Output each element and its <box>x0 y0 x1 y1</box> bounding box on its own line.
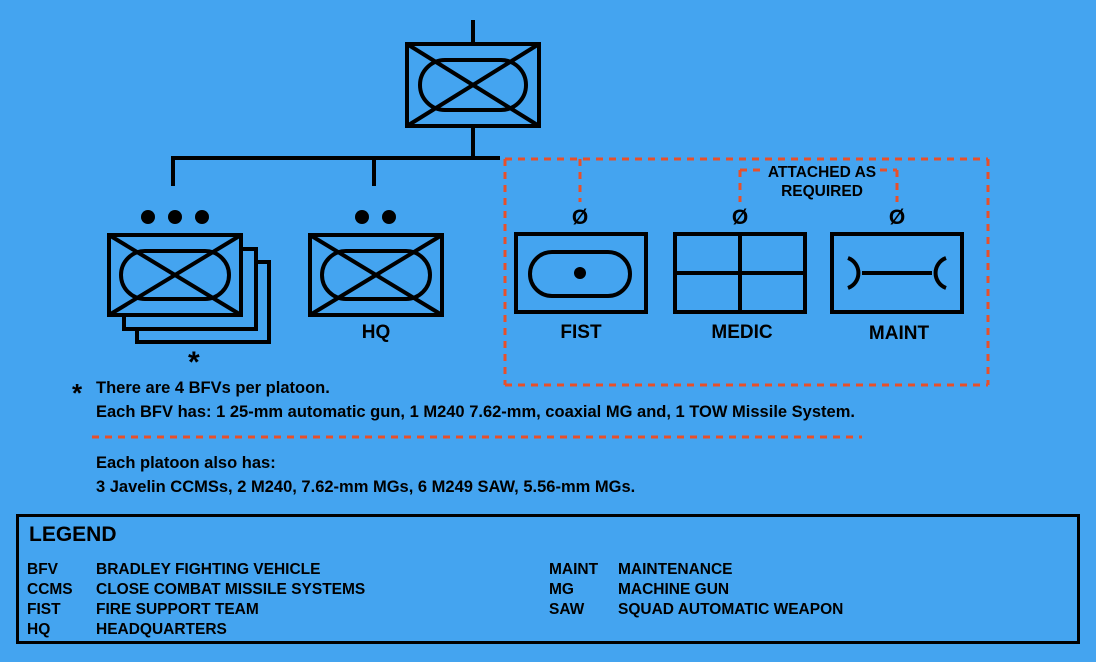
platoon-symbols <box>107 233 271 344</box>
maint-attach-mark: Ø <box>888 206 906 229</box>
legend-abbr: MAINT <box>549 561 599 578</box>
legend-item: SAW SQUAD AUTOMATIC WEAPON <box>549 601 1049 621</box>
legend-desc: MACHINE GUN <box>618 581 730 598</box>
hq-echelon-dots <box>355 210 396 224</box>
platoon-asterisk: * <box>188 346 200 379</box>
legend-abbr: SAW <box>549 601 585 618</box>
note-bfv-weapons: Each BFV has: 1 25-mm automatic gun, 1 M… <box>96 403 855 421</box>
note-platoon-header: Each platoon also has: <box>96 454 276 472</box>
attached-dashed-lines <box>92 157 990 439</box>
legend-desc: CLOSE COMBAT MISSILE SYSTEMS <box>96 581 366 598</box>
legend-abbr: CCMS <box>27 581 73 598</box>
hq-label: HQ <box>361 322 391 343</box>
medic-symbol <box>673 232 807 314</box>
fist-attach-mark: Ø <box>571 206 589 229</box>
legend-title: LEGEND <box>29 523 117 546</box>
medic-attach-mark: Ø <box>731 206 749 229</box>
legend-abbr: FIST <box>27 601 61 618</box>
legend-desc: MAINTENANCE <box>618 561 733 578</box>
attached-line-1: ATTACHED AS <box>767 164 877 181</box>
legend-abbr: BFV <box>27 561 58 578</box>
legend-right-column: MAINT MAINTENANCE MG MACHINE GUN SAW SQU… <box>549 561 1049 621</box>
fist-center-dot <box>574 267 586 279</box>
maint-label: MAINT <box>868 323 930 344</box>
legend-desc: HEADQUARTERS <box>96 621 227 638</box>
legend-abbr: MG <box>549 581 574 598</box>
attached-line-2: REQUIRED <box>781 183 863 200</box>
note-platoon-weapons: 3 Javelin CCMSs, 2 M240, 7.62-mm MGs, 6 … <box>96 478 636 496</box>
legend-desc: SQUAD AUTOMATIC WEAPON <box>618 601 844 618</box>
legend-item: HQ HEADQUARTERS <box>27 621 527 641</box>
legend-item: BFV BRADLEY FIGHTING VEHICLE <box>27 561 527 581</box>
legend-desc: BRADLEY FIGHTING VEHICLE <box>96 561 321 578</box>
hq-symbol <box>308 233 444 317</box>
legend-box: LEGEND BFV BRADLEY FIGHTING VEHICLE CCMS… <box>16 514 1080 644</box>
company-symbol <box>405 42 541 128</box>
legend-item: MG MACHINE GUN <box>549 581 1049 601</box>
legend-left-column: BFV BRADLEY FIGHTING VEHICLE CCMS CLOSE … <box>27 561 527 641</box>
legend-abbr: HQ <box>27 621 51 638</box>
maint-symbol <box>830 232 964 314</box>
fist-label: FIST <box>560 322 602 343</box>
legend-item: FIST FIRE SUPPORT TEAM <box>27 601 527 621</box>
legend-desc: FIRE SUPPORT TEAM <box>96 601 259 618</box>
medic-label: MEDIC <box>711 322 773 343</box>
legend-item: CCMS CLOSE COMBAT MISSILE SYSTEMS <box>27 581 527 601</box>
legend-item: MAINT MAINTENANCE <box>549 561 1049 581</box>
note-asterisk: * <box>72 378 83 408</box>
platoon-echelon-dots <box>141 210 209 224</box>
fist-symbol <box>514 232 648 314</box>
note-bfv-count: There are 4 BFVs per platoon. <box>96 379 330 397</box>
attached-as-required-label: ATTACHED AS REQUIRED <box>763 163 881 201</box>
